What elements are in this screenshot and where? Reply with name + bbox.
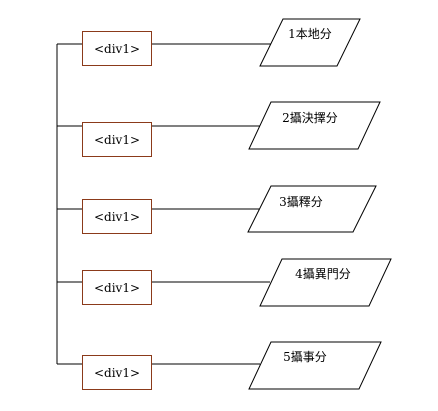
div-box-4: <div1> <box>82 270 152 305</box>
node-label-3: 3攝釋分 <box>279 195 323 209</box>
div-box-3: <div1> <box>82 199 152 234</box>
div-box-1: <div1> <box>82 31 152 66</box>
div-box-2: <div1> <box>82 122 152 157</box>
node-shape-2 <box>248 101 381 150</box>
node-label-5: 5攝事分 <box>283 350 327 364</box>
node-label-4: 4攝異門分 <box>295 267 351 281</box>
node-shape-3 <box>247 185 377 233</box>
node-label-2: 2攝決擇分 <box>282 111 338 125</box>
node-shape-5 <box>248 341 382 390</box>
div-box-5: <div1> <box>82 355 152 390</box>
node-label-1: 1本地分 <box>288 27 332 41</box>
node-shape-1 <box>259 18 361 67</box>
node-shape-4 <box>259 258 392 307</box>
